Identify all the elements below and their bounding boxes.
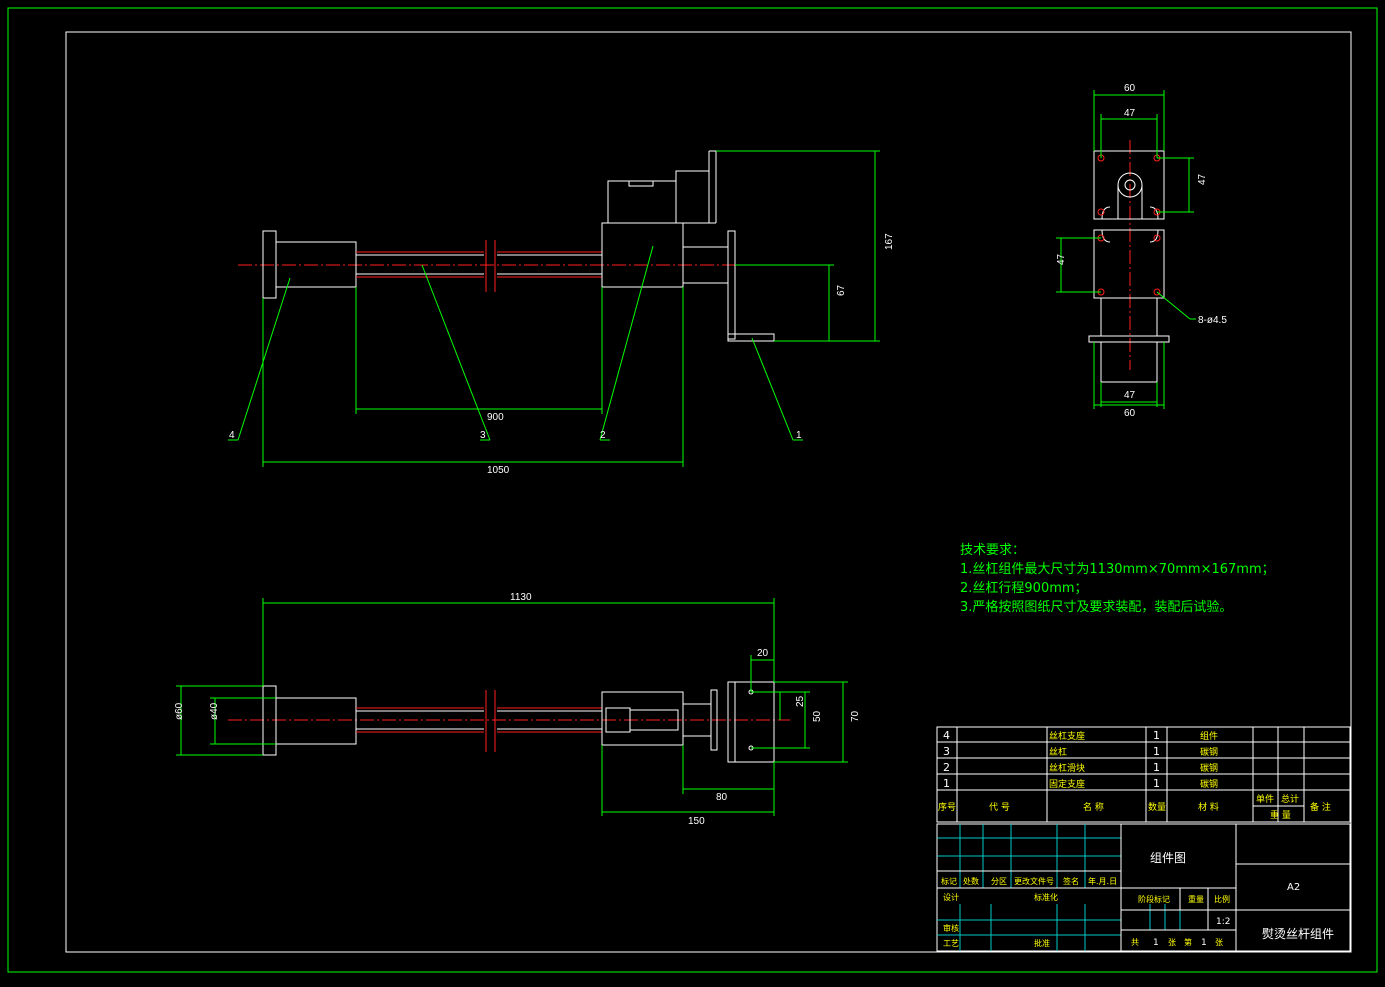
dim-900: 900 [487,412,504,423]
bom-row: 2 丝杠滑块 1 碳钢 [943,761,1218,774]
label-date: 年.月.日 [1088,876,1117,886]
dim-67: 67 [836,284,847,296]
label-doc: 更改文件号 [1014,876,1054,886]
bom-header-total: 总计 [1281,793,1299,805]
dim-top-60: 60 [1124,83,1136,94]
svg-text:组件: 组件 [1200,730,1218,742]
svg-text:丝杠支座: 丝杠支座 [1049,730,1085,742]
bom-row: 4 丝杠支座 1 组件 [943,729,1218,742]
inner-frame [65,31,1352,953]
svg-text:1: 1 [1153,761,1160,774]
dim-holes: 8-ø4.5 [1198,315,1227,326]
svg-text:1: 1 [1153,745,1160,758]
sheet-size: A2 [1287,882,1300,893]
dim-side-47: 47 [1197,173,1208,185]
label-weight: 重量 [1188,894,1204,904]
label-design: 设计 [943,892,959,902]
dim-bot-47: 47 [1124,390,1136,401]
label-count: 处数 [963,876,979,886]
top-view [176,598,848,816]
bom-header-qty: 数量 [1148,801,1166,813]
label-process: 工艺 [943,939,959,948]
outer-frame [7,7,1378,973]
drawing-name: 组件图 [1150,851,1186,865]
dim-150: 150 [688,816,705,827]
notes-title: 技术要求： [960,543,1025,558]
svg-text:2: 2 [943,761,950,774]
bom-header-name: 名 称 [1083,801,1104,813]
svg-text:3: 3 [943,745,950,758]
notes-line1: 1.丝杠组件最大尺寸为1130mm×70mm×167mm； [960,561,1275,577]
bom-row: 1 固定支座 1 碳钢 [943,777,1218,790]
label-sign: 签名 [1063,876,1079,886]
total-sheets-value: 1 [1153,938,1159,948]
label-total-sheets: 共 [1131,938,1139,947]
label-ratio: 比例 [1214,894,1230,904]
svg-text:丝杠: 丝杠 [1049,746,1067,758]
bom-header-weight: 重 量 [1270,809,1291,821]
svg-text:4: 4 [943,729,950,742]
dim-bot-60: 60 [1124,408,1136,419]
dim-167: 167 [884,233,895,250]
notes-line3: 3.严格按照图纸尺寸及要求装配，装配后试验。 [960,599,1232,615]
svg-text:固定支座: 固定支座 [1049,778,1085,790]
label-approve: 批准 [1034,938,1050,948]
scale-value: 1:2 [1216,917,1230,927]
label-zhang2: 张 [1215,938,1223,947]
label-zone: 分区 [991,877,1007,886]
bom-header-no: 序号 [938,801,956,813]
dim-phi60: ø60 [174,702,185,720]
dim-1130: 1130 [510,592,532,603]
dim-25: 25 [795,695,806,707]
balloon-1: 1 [796,430,802,441]
part-name: 熨烫丝杆组件 [1262,927,1334,941]
svg-text:1: 1 [1153,729,1160,742]
svg-text:碳钢: 碳钢 [1200,762,1218,774]
balloon-3: 3 [480,430,486,441]
notes-line2: 2.丝杠行程900mm； [960,580,1088,596]
svg-text:碳钢: 碳钢 [1200,746,1218,758]
bom-table [936,726,1351,823]
balloon-2: 2 [600,430,606,441]
sheet-no-value: 1 [1201,938,1207,948]
svg-text:1: 1 [1153,777,1160,790]
balloon-4: 4 [229,430,235,441]
bom-header-note: 备 注 [1310,801,1331,813]
svg-text:丝杠滑块: 丝杠滑块 [1049,762,1085,774]
label-std: 标准化 [1034,892,1058,902]
dim-1050: 1050 [487,465,510,476]
dim-left-47: 47 [1056,253,1067,265]
dim-top-47: 47 [1124,108,1136,119]
bom-row: 3 丝杠 1 碳钢 [943,745,1218,758]
title-block [936,823,1351,952]
bom-header-unit: 单件 [1256,793,1274,805]
svg-text:碳钢: 碳钢 [1200,778,1218,790]
label-zhang: 张 [1168,938,1176,947]
dim-50: 50 [812,710,823,722]
label-mark: 标记 [941,876,957,886]
front-view [228,150,880,467]
dim-phi40: ø40 [209,702,220,720]
dim-80: 80 [716,792,728,803]
bom-header-material: 材 料 [1198,801,1219,813]
label-sheet-no: 第 [1184,937,1192,947]
dim-70: 70 [850,710,861,722]
label-stage: 阶段标记 [1138,894,1170,904]
side-view [1056,90,1196,409]
label-review: 审核 [943,923,959,933]
bom-header-code: 代 号 [989,802,1010,813]
dim-20: 20 [757,648,769,659]
svg-text:1: 1 [943,777,950,790]
